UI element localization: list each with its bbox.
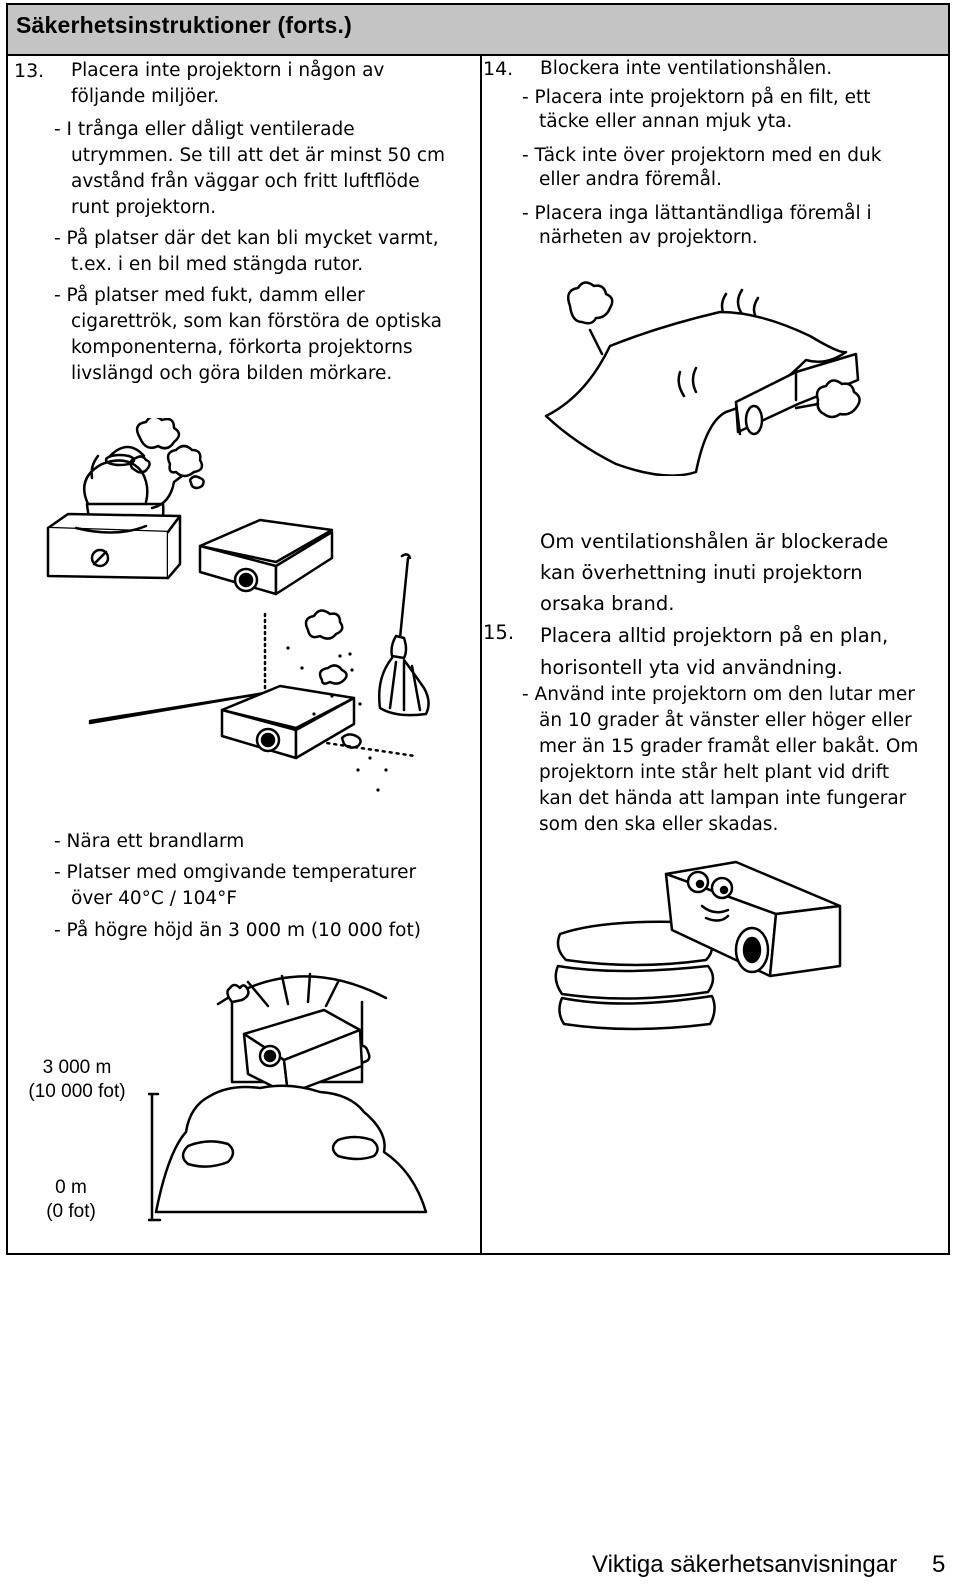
bullet-cover: - Täck inte över projektorn med en duk e… <box>522 145 882 190</box>
bullet-soft-surface: - Placera inte projektorn på en filt, et… <box>522 87 871 132</box>
item-15-title: Placera alltid projektorn på en plan, ho… <box>540 624 889 679</box>
item-15-number: 15. <box>483 621 515 644</box>
section-title: Säkerhetsinstruktioner (forts.) <box>16 12 352 38</box>
footer-title: Viktiga säkerhetsanvisningar <box>592 1551 898 1578</box>
section-header: Säkerhetsinstruktioner (forts.) <box>8 5 948 56</box>
altitude-bottom-label: 0 m (0 fot) <box>46 1177 96 1222</box>
item-14-title: Blockera inte ventilationshålen. <box>540 58 833 79</box>
item-13-number: 13. <box>14 60 45 82</box>
covered-projector-illustration <box>540 276 880 476</box>
item-13-title: Placera inte projektorn i någon av följa… <box>71 60 385 107</box>
altitude-top-label: 3 000 m (10 000 fot) <box>28 1057 126 1102</box>
blocked-vents-warning: Om ventilationshålen är blockerade kan ö… <box>540 530 889 615</box>
bullet-cramped-spaces: - I trånga eller dåligt ventilerade utry… <box>54 119 446 218</box>
content-frame: Säkerhetsinstruktioner (forts.) <box>6 3 950 1255</box>
bullet-flammable: - Placera inga lättantändliga föremål i … <box>522 203 872 248</box>
bullet-tilt-limits: - Använd inte projektorn om den lutar me… <box>522 684 919 835</box>
column-divider <box>480 56 482 1253</box>
hazard-environment-illustration <box>40 418 460 828</box>
page-number: 5 <box>932 1551 946 1578</box>
altitude-illustration <box>148 962 458 1226</box>
tilted-projector-illustration <box>552 854 872 1034</box>
bullet-humid-places: - På platser med fukt, damm eller cigare… <box>54 285 442 384</box>
bullet-fire-alarm: - Nära ett brandlarm <box>54 831 245 852</box>
bullet-hot-places: - På platser där det kan bli mycket varm… <box>54 228 439 275</box>
item-14-number: 14. <box>483 58 514 80</box>
bullet-temperature: - Platser med omgivande temperaturer öve… <box>54 862 417 909</box>
bullet-altitude: - På högre höjd än 3 000 m (10 000 fot) <box>54 920 421 941</box>
